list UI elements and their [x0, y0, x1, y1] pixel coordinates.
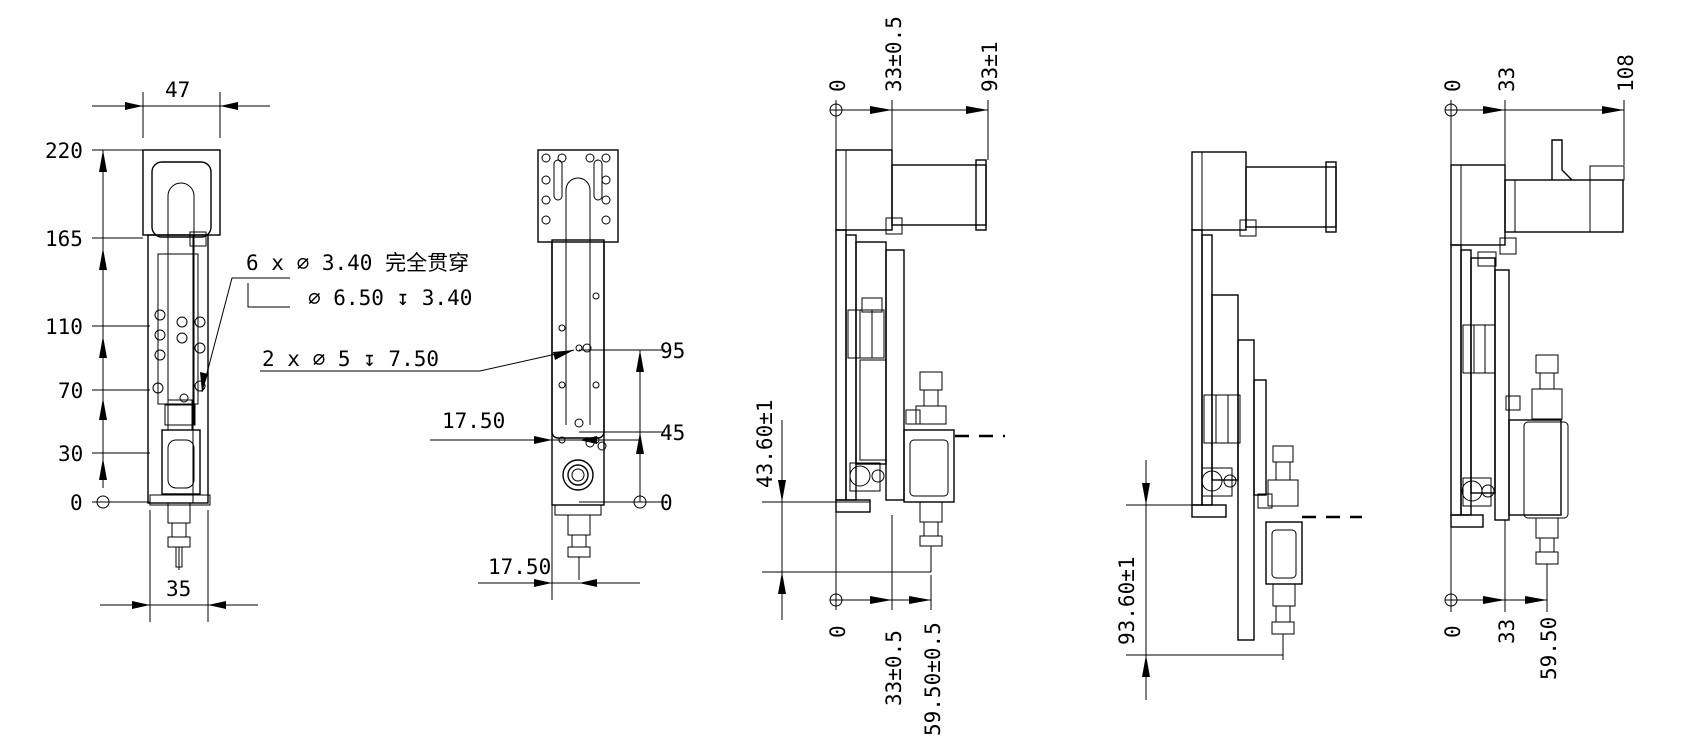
dim-label-width-bottom: 35	[166, 577, 191, 601]
note-through-holes: 6 x ∅ 3.40 完全贯穿	[246, 251, 469, 275]
bottom-dim-59-50b: 59.50	[1537, 617, 1561, 680]
view-5-bottom-dims: 0 33 59.50	[1441, 520, 1561, 680]
dim-label-offset-top: 17.50	[442, 409, 505, 433]
view-5-body	[1450, 139, 1625, 592]
dim-label-width-top: 47	[165, 78, 190, 102]
bottom-dim-33b: 33	[1495, 619, 1519, 644]
dim-width-35: 35	[100, 510, 258, 622]
height-label-45: 45	[660, 421, 685, 445]
side-dim-43-60: 43.60±1	[753, 399, 777, 488]
bottom-dim-33: 33±0.5	[882, 630, 906, 706]
view-4-side-dim: 93.60±1	[1115, 460, 1283, 700]
view-4-side-extended: 93.60±1	[1115, 151, 1362, 700]
dim-label-offset-bottom: 17.50	[488, 555, 551, 579]
view-3-bottom-dims: 0 33±0.5 59.50±0.5	[826, 512, 945, 736]
height-label-95: 95	[660, 339, 685, 363]
top-dim-108: 108	[1614, 54, 1638, 92]
bottom-dim-0: 0	[826, 625, 850, 638]
height-label-110: 110	[45, 315, 83, 339]
dim-width-47: 47	[92, 78, 270, 138]
view-3-top-dims: 0 33±0.5 93±1	[826, 16, 1002, 160]
view-3-side-dim: 43.60±1	[753, 399, 931, 620]
height-label-30: 30	[58, 442, 83, 466]
view-5-side-angled: 0 33 108	[1441, 54, 1638, 680]
height-label-165: 165	[45, 227, 83, 251]
view-1-front: 47 220 165 110 70 30 0	[45, 78, 472, 622]
top-dim-33b: 33	[1495, 67, 1519, 92]
top-dim-0b: 0	[1441, 79, 1465, 92]
view-4-body	[1191, 151, 1362, 660]
top-dim-93: 93±1	[978, 41, 1002, 92]
view-5-top-dims: 0 33 108	[1441, 54, 1638, 165]
view-3-body	[835, 149, 1005, 572]
side-dim-93-60: 93.60±1	[1115, 556, 1139, 645]
height-label-70: 70	[58, 379, 83, 403]
note-hole-2x: 2 x ∅ 5 ↧ 7.50	[262, 347, 439, 371]
bottom-dim-0b: 0	[1441, 625, 1465, 638]
view-1-note: 6 x ∅ 3.40 完全贯穿 ∅ 6.50 ↧ 3.40	[200, 251, 472, 393]
note-counterbore: ∅ 6.50 ↧ 3.40	[308, 286, 472, 310]
view-2-body	[537, 149, 619, 580]
height-label-220: 220	[45, 139, 83, 163]
dim-heights: 220 165 110 70 30 0	[45, 139, 150, 515]
bottom-dim-59-50: 59.50±0.5	[921, 622, 945, 736]
view-3-side: 0 33±0.5 93±1	[753, 16, 1005, 736]
top-dim-0: 0	[826, 79, 850, 92]
height-label-0b: 0	[660, 491, 673, 515]
view-2-dims: 95 45 0 2 x ∅ 5 ↧ 7.50 17.50 17.50	[260, 339, 685, 600]
view-2-back: 95 45 0 2 x ∅ 5 ↧ 7.50 17.50 17.50	[260, 149, 685, 600]
height-label-0: 0	[70, 491, 83, 515]
view-1-body	[142, 149, 221, 570]
top-dim-33: 33±0.5	[882, 16, 906, 92]
